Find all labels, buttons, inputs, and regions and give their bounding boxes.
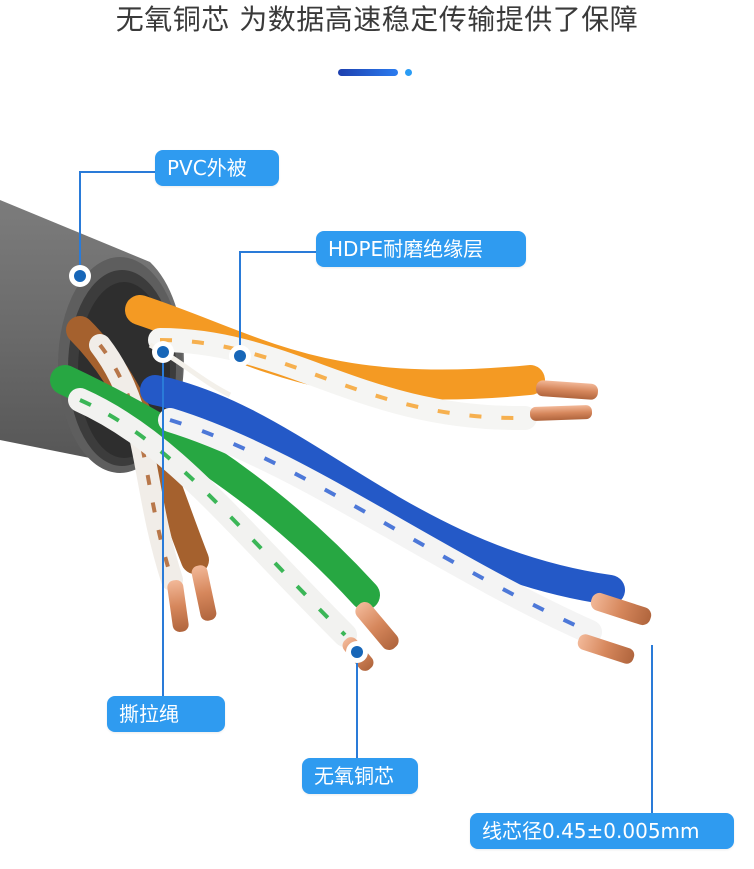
orange-wire-pair <box>125 295 599 431</box>
leader-lines <box>79 171 653 813</box>
blue-wire-pair <box>140 375 652 664</box>
callout-pvc-jacket: PVC外被 <box>155 150 279 186</box>
callout-hdpe-insulation: HDPE耐磨绝缘层 <box>316 231 526 267</box>
callout-copper-conductor: 无氧铜芯 <box>302 758 418 794</box>
green-wire-pair <box>50 365 399 671</box>
title-accent-dot <box>405 69 412 76</box>
callout-wire-diameter: 线芯径0.45±0.005mm <box>470 813 734 849</box>
page-title: 无氧铜芯 为数据高速稳定传输提供了保障 <box>115 3 639 36</box>
callout-ripcord: 撕拉绳 <box>107 696 225 732</box>
callout-markers <box>69 265 368 663</box>
title-accent-bar <box>338 69 398 76</box>
